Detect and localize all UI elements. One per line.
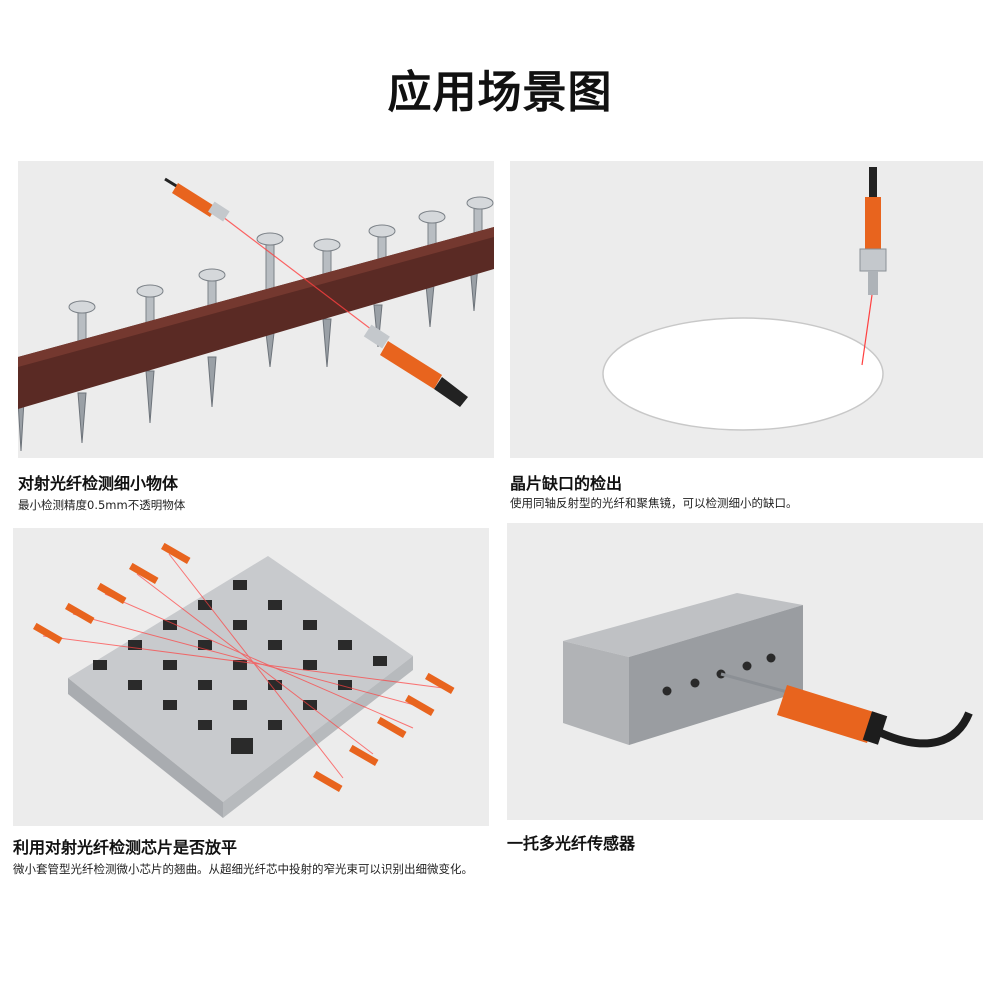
wafer-illustration bbox=[510, 161, 983, 458]
scene-4-image bbox=[507, 523, 983, 820]
scene-2-desc: 使用同轴反射型的光纤和聚焦镜，可以检测细小的缺口。 bbox=[510, 496, 798, 510]
scene-2-image bbox=[510, 161, 983, 458]
scene-1-title: 对射光纤检测细小物体 bbox=[18, 474, 179, 493]
scene-3-image bbox=[13, 528, 489, 826]
scene-4-title: 一托多光纤传感器 bbox=[507, 834, 636, 853]
scene-1-desc: 最小检测精度0.5mm不透明物体 bbox=[18, 498, 186, 512]
scene-1-image bbox=[18, 161, 494, 458]
scene-3-title: 利用对射光纤检测芯片是否放平 bbox=[13, 838, 238, 857]
page-title: 应用场景图 bbox=[387, 67, 613, 118]
chip-tray-illustration bbox=[13, 528, 489, 826]
nails-rail-illustration bbox=[18, 161, 494, 458]
scene-3-desc: 微小套管型光纤检测微小芯片的翘曲。从超细光纤芯中投射的窄光束可以识别出细微变化。 bbox=[13, 862, 473, 876]
scene-2-title: 晶片缺口的检出 bbox=[510, 474, 623, 493]
block-illustration bbox=[507, 523, 983, 820]
